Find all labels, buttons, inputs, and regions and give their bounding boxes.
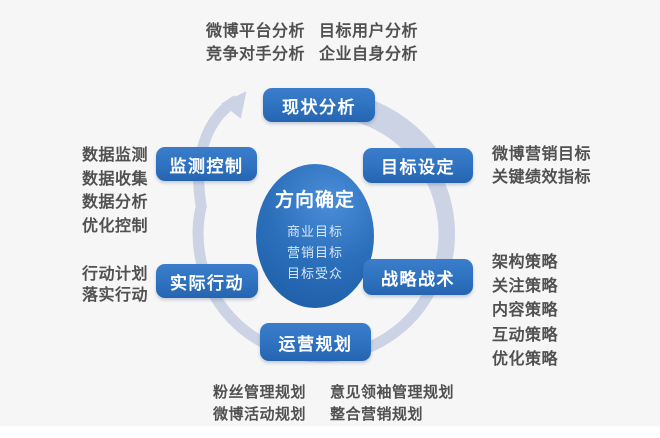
- node-status-analysis: 现状分析: [263, 88, 375, 122]
- node-monitoring-control: 监测控制: [156, 147, 257, 181]
- annotation-line: 优化控制: [82, 217, 149, 235]
- annotation-line: 架构策略: [492, 254, 559, 271]
- annotation-line: 行动计划: [82, 266, 149, 283]
- annotation-analysis-col1: 微博平台分析 竞争对手分析: [206, 20, 305, 66]
- annotation-line: 微博营销目标: [492, 146, 592, 163]
- annotation-line: 优化策略: [492, 350, 559, 368]
- center-node: 方向确定 商业目标 营销目标 目标受众: [256, 164, 374, 308]
- annotation-monitoring-list: 数据监测 数据收集 数据分析 优化控制: [82, 144, 148, 238]
- annotation-analysis-col2: 目标用户分析 企业自身分析: [319, 20, 418, 66]
- node-goal-setting: 目标设定: [363, 148, 473, 183]
- annotation-line: 数据监测: [82, 147, 149, 164]
- annotation-line: 企业自身分析: [319, 46, 419, 63]
- annotation-line: 互动策略: [492, 326, 559, 344]
- annotation-line: 微博平台分析: [206, 23, 306, 40]
- center-node-item: 营销目标: [286, 245, 343, 260]
- annotation-line: 意见领袖管理规划: [330, 384, 455, 401]
- annotation-line: 数据收集: [82, 170, 149, 188]
- annotation-action-list: 行动计划 落实行动: [82, 264, 148, 306]
- node-operation-planning: 运营规划: [260, 323, 371, 361]
- annotation-line: 关键绩效指标: [492, 169, 592, 186]
- annotation-line: 竞争对手分析: [206, 46, 306, 63]
- annotation-goal-list: 微博营销目标 关键绩效指标: [492, 143, 591, 189]
- annotation-line: 目标用户分析: [319, 23, 419, 40]
- center-node-item: 商业目标: [286, 224, 343, 239]
- annotation-line: 数据分析: [82, 194, 149, 211]
- center-node-title: 方向确定: [274, 190, 355, 211]
- annotation-line: 粉丝管理规划: [213, 384, 307, 401]
- node-actual-action: 实际行动: [156, 264, 258, 298]
- annotation-operation-col2: 意见领袖管理规划 整合营销规划: [330, 382, 454, 425]
- annotation-line: 微博活动规划: [213, 405, 307, 423]
- annotation-line: 整合营销规划: [330, 405, 424, 423]
- annotation-line: 关注策略: [492, 278, 559, 296]
- footer-strip: [0, 426, 660, 438]
- annotation-operation-col1: 粉丝管理规划 微博活动规划: [213, 382, 306, 425]
- center-node-item: 目标受众: [286, 266, 343, 281]
- annotation-line: 落实行动: [82, 287, 149, 304]
- annotation-line: 内容策略: [492, 302, 559, 320]
- cycle-arrow-icon: [221, 91, 247, 119]
- node-strategy-tactics: 战略战术: [363, 259, 473, 295]
- annotation-strategy-list: 架构策略 关注策略 内容策略 互动策略 优化策略: [492, 251, 558, 372]
